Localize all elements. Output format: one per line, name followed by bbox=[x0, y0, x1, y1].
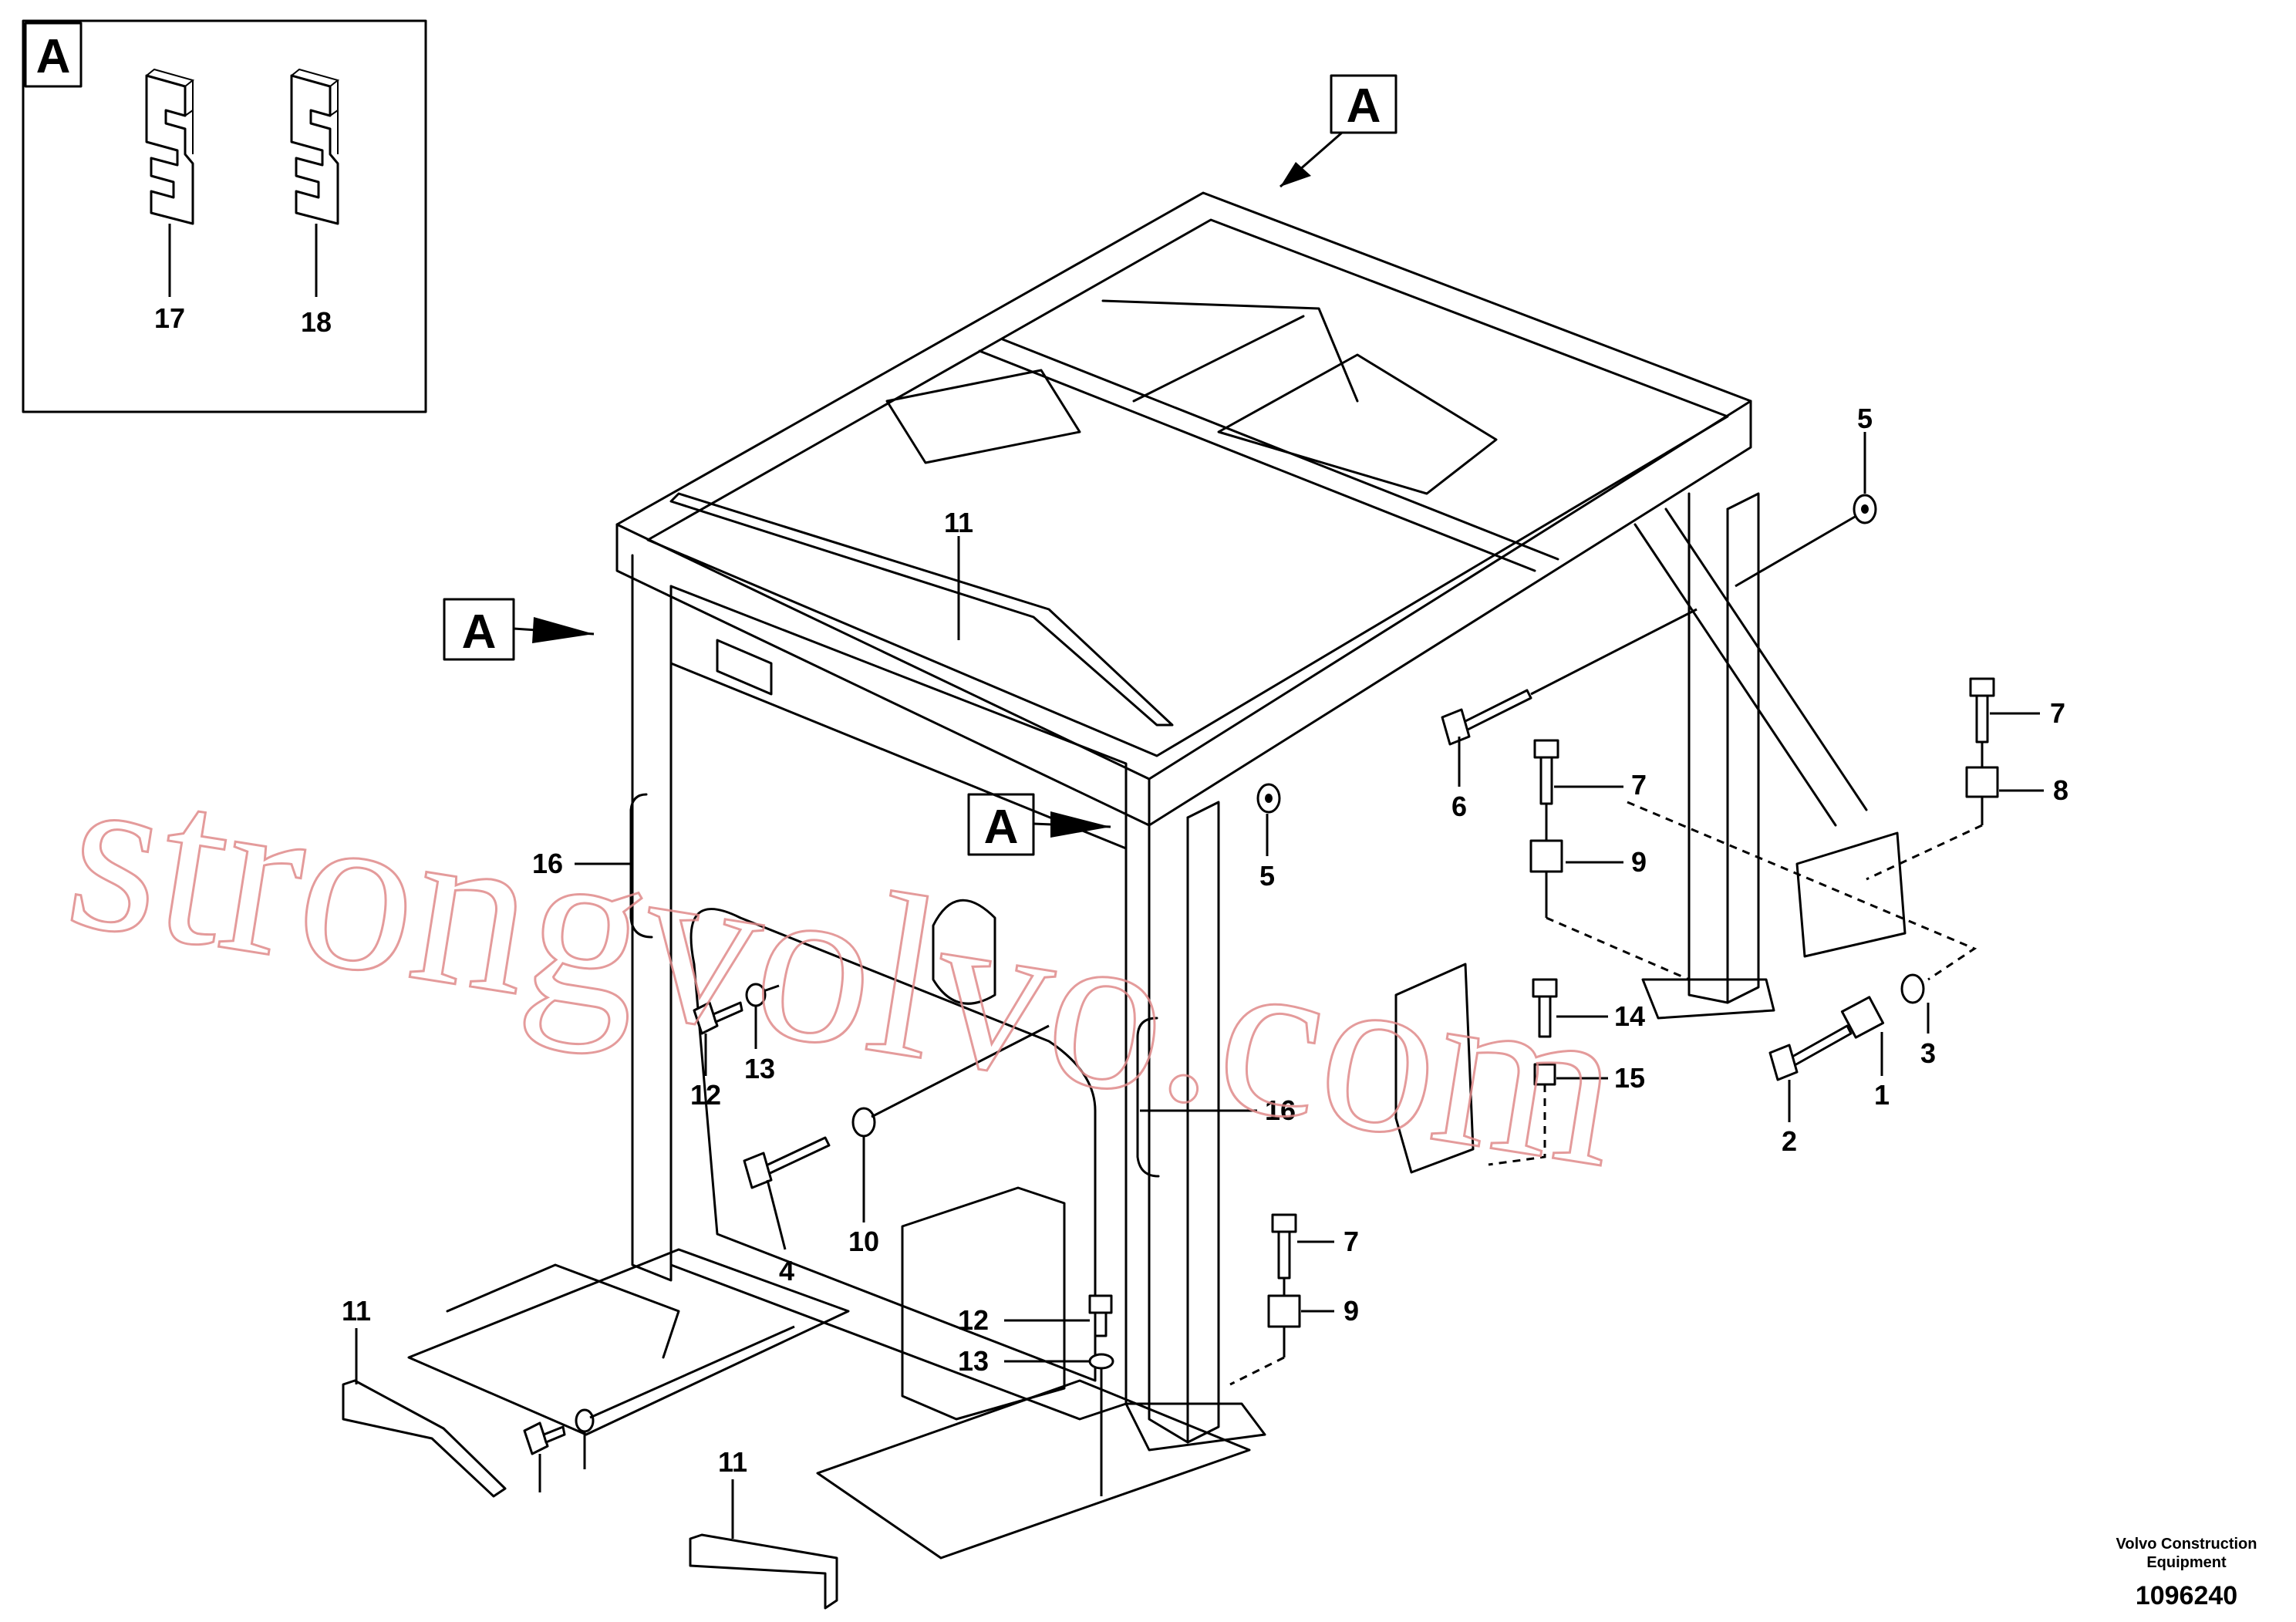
bolt-4-washer-10 bbox=[743, 1024, 1050, 1189]
callout-9-b: 9 bbox=[1344, 1295, 1359, 1327]
callout-5-middle: 5 bbox=[1259, 860, 1275, 892]
bolt-6 bbox=[1441, 608, 1698, 746]
bolt-14-washer-15 bbox=[1488, 978, 1558, 1166]
washer-5-middle bbox=[1256, 783, 1281, 814]
callout-16-right: 16 bbox=[1265, 1094, 1296, 1126]
callout-7-a: 7 bbox=[1631, 769, 1647, 801]
bolt-7-spacer-8 bbox=[1866, 677, 1999, 881]
callout-7-b: 7 bbox=[2050, 697, 2065, 729]
cab-frame bbox=[407, 191, 1907, 1560]
view-label-box bbox=[24, 22, 83, 88]
footer-company-line2: Equipment bbox=[2146, 1554, 2227, 1571]
callout-11-lower-left: 11 bbox=[342, 1295, 371, 1327]
view-label-inset: A bbox=[36, 30, 71, 83]
footer: Volvo Construction Equipment 1096240 bbox=[2116, 1536, 2257, 1610]
bolt-7-spacer-9-a bbox=[1529, 739, 1690, 981]
callout-7-c: 7 bbox=[1344, 1226, 1359, 1257]
view-arrow-top: A bbox=[1279, 74, 1397, 188]
callout-15: 15 bbox=[1614, 1062, 1645, 1094]
callout-1: 1 bbox=[1874, 1079, 1890, 1111]
detail-inset: A 17 18 bbox=[22, 19, 427, 413]
assembly-line-rear bbox=[1627, 801, 1977, 981]
bolt-12-washer-13-a bbox=[693, 983, 780, 1035]
callout-4: 4 bbox=[779, 1255, 794, 1286]
callout-17: 17 bbox=[154, 302, 185, 334]
callout-12-a: 12 bbox=[690, 1079, 721, 1111]
callout-10: 10 bbox=[848, 1226, 879, 1257]
bolt-2-sleeve-1-washer-3 bbox=[1768, 973, 1925, 1081]
seal-strip-lower-right bbox=[689, 1533, 838, 1610]
seal-strip-top bbox=[669, 492, 1174, 727]
callout-13-a: 13 bbox=[744, 1053, 775, 1084]
callout-11-top: 11 bbox=[944, 507, 973, 538]
bolt-12-washer-13-b bbox=[1088, 1294, 1114, 1496]
callout-8: 8 bbox=[2053, 774, 2068, 806]
callout-13-b: 13 bbox=[958, 1345, 989, 1377]
footer-company-line1: Volvo Construction bbox=[2116, 1536, 2257, 1553]
bolt-7-spacer-9-b bbox=[1229, 1213, 1301, 1386]
svg-text:A: A bbox=[462, 605, 497, 659]
shim-18 bbox=[290, 68, 340, 225]
seal-strip-lower-left bbox=[342, 1379, 507, 1498]
view-arrow-left: A bbox=[443, 598, 595, 661]
grab-handle-right bbox=[1136, 1017, 1160, 1178]
callout-14: 14 bbox=[1614, 1000, 1645, 1032]
bolt-washer-lower-left bbox=[523, 1325, 795, 1455]
view-arrow-middle: A bbox=[967, 793, 1111, 856]
callout-9-a: 9 bbox=[1631, 846, 1647, 878]
callout-5-top: 5 bbox=[1857, 403, 1873, 434]
callout-labels: 11 5 6 7 9 7 8 5 2 1 3 14 15 16 16 12 13… bbox=[342, 403, 2068, 1478]
svg-text:A: A bbox=[984, 801, 1019, 854]
callout-2: 2 bbox=[1782, 1125, 1797, 1157]
callout-12-b: 12 bbox=[958, 1304, 989, 1336]
callout-3: 3 bbox=[1920, 1037, 1936, 1069]
callout-18: 18 bbox=[301, 306, 332, 338]
callout-16-left: 16 bbox=[532, 848, 563, 879]
washer-5-top bbox=[1735, 494, 1877, 588]
callout-11-lower-right: 11 bbox=[718, 1446, 747, 1478]
watermark: strongvolvo.com bbox=[54, 718, 1637, 1216]
shim-17 bbox=[145, 68, 195, 225]
leader-lines bbox=[355, 432, 2044, 1539]
svg-text:A: A bbox=[1347, 79, 1381, 133]
footer-drawing-number: 1096240 bbox=[2136, 1581, 2237, 1610]
callout-6: 6 bbox=[1451, 791, 1467, 822]
